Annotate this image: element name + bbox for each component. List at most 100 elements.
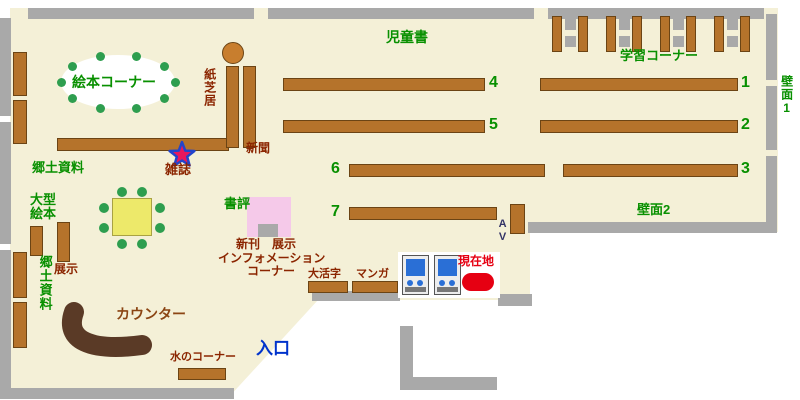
shelf-manga: [352, 281, 398, 293]
wall-mid-bottom-1: [312, 291, 400, 301]
study-desk-unit: [552, 16, 588, 52]
label-kamishibai: 紙芝居: [202, 68, 217, 107]
display-stand-base: [258, 224, 278, 237]
wall-outer-stair-vertical: [400, 326, 413, 390]
label-picture-book-corner: 絵本コーナー: [72, 74, 156, 90]
study-desk-unit: [660, 16, 696, 52]
desk: [632, 16, 642, 52]
vending-machine-button: [417, 280, 423, 286]
study-chair: [673, 19, 684, 30]
wall-top-3: [548, 8, 764, 19]
label-manga: マンガ: [356, 268, 389, 280]
wall-bottom: [0, 388, 234, 399]
wall-mid-bottom-2: [498, 294, 532, 306]
label-information-line1: インフォメーション: [218, 251, 326, 265]
chair-dot: [68, 62, 77, 71]
chair-dot: [96, 104, 105, 113]
shelf-number-6: 6: [331, 160, 340, 177]
wall-top-1: [28, 8, 254, 19]
label-childrens-books: 児童書: [386, 29, 428, 45]
label-new-books-display: 新刊 展示: [236, 237, 297, 251]
desk: [740, 16, 750, 52]
wall-left-2: [0, 122, 11, 244]
study-chair: [565, 36, 576, 47]
chair-dot: [99, 223, 109, 233]
label-wall-surface-2: 壁面2: [637, 202, 671, 217]
label-book-reviews: 書評: [224, 196, 251, 211]
desk: [578, 16, 588, 52]
vending-machine-button: [449, 280, 455, 286]
desk: [552, 16, 562, 52]
study-chair: [619, 19, 630, 30]
shelf-row-2: [540, 120, 738, 133]
label-large-picture-books: 大型絵本: [30, 192, 57, 221]
chair-dot: [96, 52, 105, 61]
chair-dot: [117, 239, 127, 249]
chair-dot: [99, 203, 109, 213]
chair-dot: [132, 52, 141, 61]
shelf-left-top-1: [13, 52, 27, 96]
label-water-corner: 水のコーナー: [170, 351, 236, 363]
wall-right-1: [766, 14, 777, 80]
study-chair: [565, 19, 576, 30]
vending-machine: [434, 255, 461, 295]
wall-surface-2: [528, 222, 777, 233]
vending-machine-panel: [438, 259, 457, 276]
shelf-number-1: 1: [741, 74, 750, 91]
wall-left-1: [0, 18, 11, 116]
study-chair: [673, 36, 684, 47]
shelf-row-5: [283, 120, 485, 133]
chair-dot: [117, 187, 127, 197]
shelf-number-7: 7: [331, 203, 340, 220]
chair-dot: [160, 94, 169, 103]
desk: [660, 16, 670, 52]
label-counter: カウンター: [116, 306, 186, 322]
shelf-left-lower-2: [13, 302, 27, 348]
label-information-line2: コーナー: [247, 264, 296, 278]
shelf-water-corner: [178, 368, 226, 380]
study-chair: [619, 36, 630, 47]
shelf-large-picture-books: [30, 226, 43, 256]
desk: [606, 16, 616, 52]
wall-left-3: [0, 250, 11, 390]
current-location-marker: [462, 273, 494, 291]
floor-outline: [10, 8, 778, 398]
shelf-large-print: [308, 281, 348, 293]
vending-machine-panel: [406, 259, 425, 276]
vending-machine-button: [407, 280, 413, 286]
chair-dot: [68, 94, 77, 103]
shelf-number-5: 5: [489, 116, 498, 133]
shelf-row-6: [349, 164, 545, 177]
desk: [714, 16, 724, 52]
label-large-print: 大活字: [308, 268, 341, 280]
wall-right-2: [766, 86, 777, 150]
chair-dot: [155, 223, 165, 233]
label-wall-surface-1: 壁面1: [779, 75, 794, 116]
wall-right-3: [766, 156, 777, 232]
chair-dot: [171, 78, 180, 87]
picture-book-table: [61, 55, 175, 109]
shelf-left-lower-1: [13, 252, 27, 298]
counter-desk: [62, 302, 152, 357]
wall-top-2: [268, 8, 534, 19]
shelf-left-top-2: [13, 100, 27, 144]
label-study-corner: 学習コーナー: [620, 48, 699, 63]
label-current-location: 現在地: [458, 254, 495, 268]
vending-machine-base: [437, 287, 458, 292]
kamishibai-stool: [222, 42, 244, 64]
label-av: AV: [496, 218, 509, 244]
label-magazines: 雑誌: [165, 162, 192, 177]
study-chair: [727, 19, 738, 30]
chair-dot: [57, 78, 66, 87]
shelf-local-materials-top: [57, 138, 229, 151]
wall-outer-stair-horizontal: [413, 377, 497, 390]
vending-machine-base: [405, 287, 426, 292]
chair-dot: [137, 239, 147, 249]
shelf-row-3: [563, 164, 738, 177]
study-desk-unit: [714, 16, 750, 52]
vending-machine-button: [439, 280, 445, 286]
study-desk-unit: [606, 16, 642, 52]
shelf-kamishibai-1: [226, 66, 239, 148]
